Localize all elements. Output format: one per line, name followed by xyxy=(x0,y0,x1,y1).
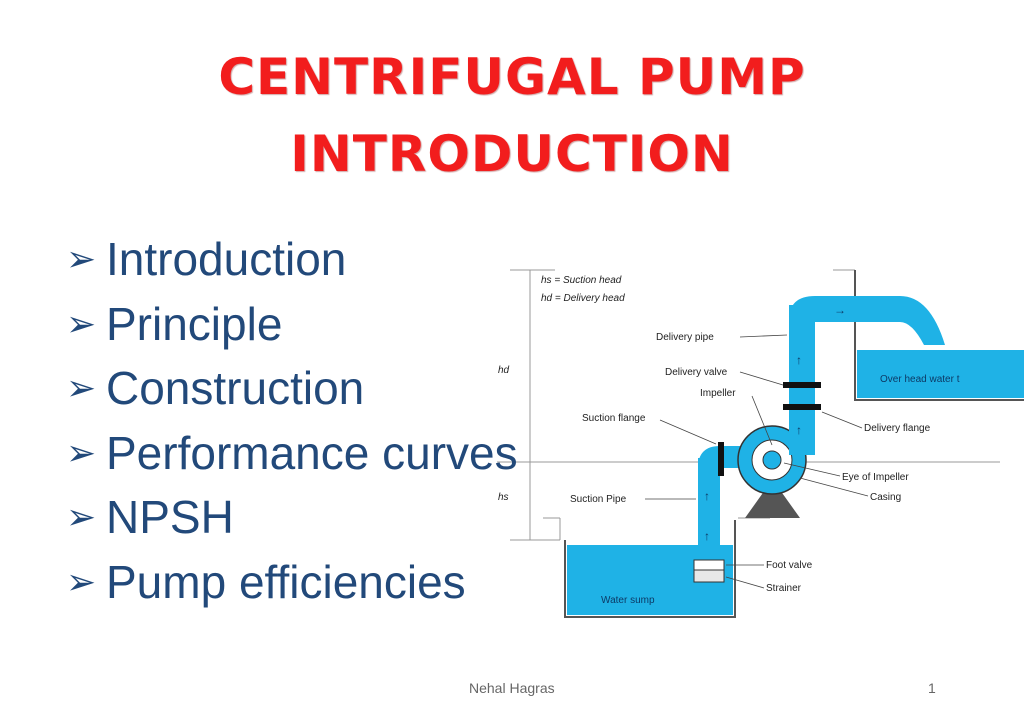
delivery-valve-icon xyxy=(783,382,821,388)
delivery-pipe-vertical xyxy=(789,305,815,455)
topic-label: Introduction xyxy=(106,233,347,285)
topic-label: NPSH xyxy=(106,491,234,543)
label-foot-valve: Foot valve xyxy=(766,560,813,571)
slide-title-line-2: INTRODUCTION xyxy=(290,125,734,183)
label-delivery-flange: Delivery flange xyxy=(864,423,931,434)
label-impeller: Impeller xyxy=(700,388,736,399)
hd-label: hd xyxy=(498,365,510,376)
label-strainer: Strainer xyxy=(766,583,802,594)
topic-label: Construction xyxy=(106,362,365,414)
label-delivery-pipe: Delivery pipe xyxy=(656,332,714,343)
topic-item: ➢Introduction xyxy=(66,228,518,293)
topic-list: ➢Introduction ➢Principle ➢Construction ➢… xyxy=(66,228,518,615)
topic-label: Pump efficiencies xyxy=(106,555,466,608)
svg-text:↑: ↑ xyxy=(704,529,710,543)
eye-of-impeller xyxy=(762,450,782,470)
svg-text:↑: ↑ xyxy=(796,353,802,367)
label-casing: Casing xyxy=(870,492,901,503)
label-water-sump: Water sump xyxy=(601,595,655,606)
label-suction-flange: Suction flange xyxy=(582,413,646,424)
label-delivery-valve: Delivery valve xyxy=(665,367,728,378)
label-overhead-tank: Over head water t xyxy=(880,374,960,385)
pump-diagram: ↑ ↑ ↑ ↑ → hs = Suction head hd = Deliver… xyxy=(497,269,1024,618)
arrow-bullet-icon: ➢ xyxy=(66,367,97,408)
arrow-bullet-icon: ➢ xyxy=(66,238,97,279)
flow-arrows: ↑ ↑ ↑ ↑ → xyxy=(704,303,846,543)
strainer xyxy=(693,569,725,583)
legend-delivery-head: hd = Delivery head xyxy=(541,293,625,304)
footer-author: Nehal Hagras xyxy=(469,680,555,696)
delivery-flange-icon xyxy=(783,404,821,410)
label-suction-pipe: Suction Pipe xyxy=(570,494,627,505)
overhead-water-tank xyxy=(857,350,1024,398)
topic-item: ➢Principle xyxy=(66,293,518,358)
arrow-bullet-icon: ➢ xyxy=(66,496,97,537)
water-sump-tank xyxy=(564,520,736,618)
label-eye-of-impeller: Eye of Impeller xyxy=(842,472,909,483)
topic-item: ➢Performance curves xyxy=(66,422,518,487)
suction-flange-icon xyxy=(718,442,724,476)
slide-title-line-1: CENTRIFUGAL PUMP xyxy=(218,48,806,106)
topic-item: ➢Construction xyxy=(66,357,518,422)
page-number: 1 xyxy=(928,680,936,696)
suction-pipe xyxy=(698,458,720,578)
topic-item: ➢Pump efficiencies xyxy=(66,551,518,616)
hs-label: hs xyxy=(498,492,509,503)
legend-suction-head: hs = Suction head xyxy=(541,275,622,286)
arrow-bullet-icon: ➢ xyxy=(66,302,97,344)
svg-text:→: → xyxy=(834,303,846,317)
arrow-bullet-icon: ➢ xyxy=(66,431,97,473)
svg-text:↑: ↑ xyxy=(704,489,710,503)
topic-label: Performance curves xyxy=(106,426,518,479)
pump-base xyxy=(745,490,800,518)
topic-label: Principle xyxy=(106,297,283,350)
foot-valve xyxy=(693,559,725,571)
svg-text:↑: ↑ xyxy=(796,423,802,437)
arrow-bullet-icon: ➢ xyxy=(66,560,97,602)
topic-item: ➢NPSH xyxy=(66,486,518,551)
leader-lines xyxy=(645,334,869,589)
delivery-pipe-bend xyxy=(789,296,945,345)
